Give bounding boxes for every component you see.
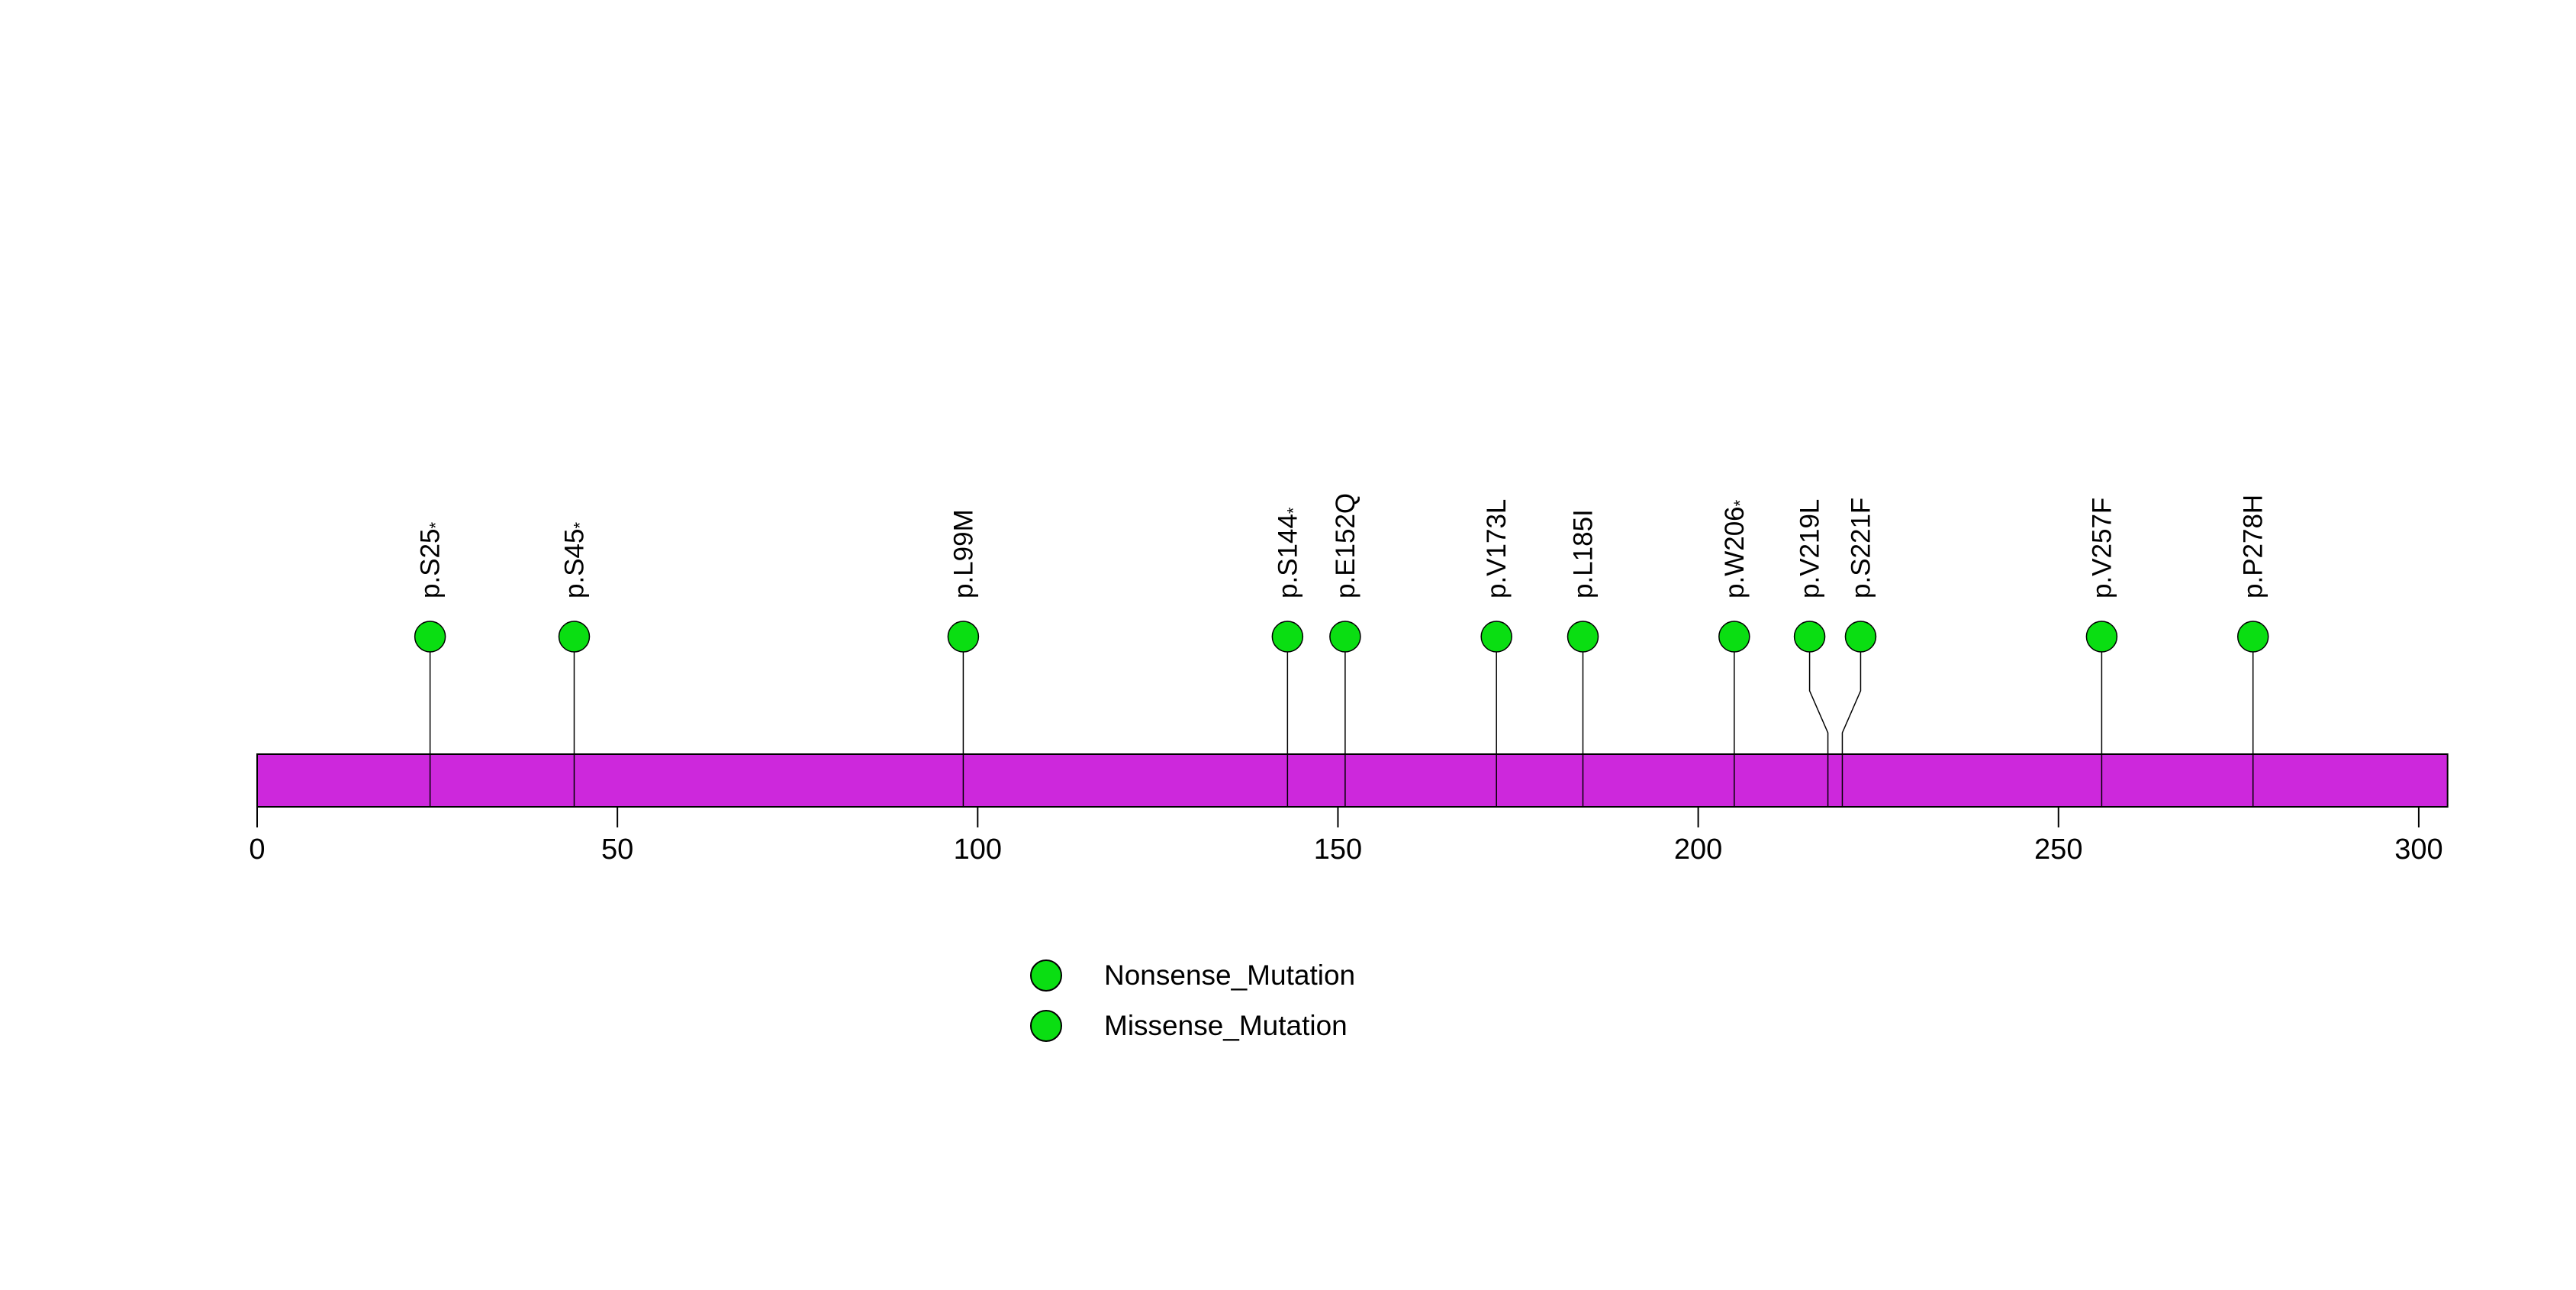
axis-tick-label: 100: [954, 834, 1002, 866]
lollipop-circle: [1567, 621, 1599, 653]
lollipop-circle: [947, 621, 980, 653]
lollipop-circle: [2236, 621, 2269, 653]
lollipop-circle: [1271, 621, 1304, 653]
mutation-label: p.V173L: [1482, 499, 1512, 598]
nonsense-mutation-swatch-icon: [1030, 959, 1062, 992]
legend-item-missense: Missense_Mutation: [1030, 1010, 1355, 1042]
lollipop-circle: [1844, 621, 1877, 653]
axis-tick-label: 200: [1674, 834, 1722, 866]
legend-label-nonsense: Nonsense_Mutation: [1104, 959, 1356, 991]
mutation-label: p.E152Q: [1330, 493, 1360, 598]
mutation-label: p.P278H: [2238, 495, 2268, 598]
lollipop-circle: [1480, 621, 1512, 653]
missense-mutation-swatch-icon: [1030, 1010, 1062, 1042]
lollipop-circle: [2085, 621, 2118, 653]
lollipop-circle: [414, 621, 446, 653]
axis-tick-label: 0: [249, 834, 265, 866]
legend-item-nonsense: Nonsense_Mutation: [1030, 959, 1355, 992]
legend-label-missense: Missense_Mutation: [1104, 1010, 1348, 1041]
mutation-label: p.L99M: [948, 509, 978, 598]
axis-tick-label: 300: [2394, 834, 2442, 866]
lollipop-circle: [1793, 621, 1826, 653]
mutation-label: p.W206*: [1719, 499, 1749, 598]
mutation-label: p.S221F: [1846, 498, 1876, 598]
mutation-label: p.S144*: [1273, 507, 1302, 598]
lollipop-circle: [1329, 621, 1361, 653]
axis-tick-label: 50: [601, 834, 633, 866]
mutation-label: p.L185I: [1568, 509, 1598, 598]
mutation-label: p.V219L: [1795, 499, 1824, 598]
axis-tick-label: 150: [1314, 834, 1362, 866]
protein-bar: [256, 753, 2449, 808]
mutation-label: p.S45*: [559, 522, 589, 598]
mutation-label: p.S25*: [415, 522, 445, 598]
lollipop-circle: [558, 621, 591, 653]
legend: Nonsense_Mutation Missense_Mutation: [1030, 959, 1355, 1060]
mutation-label: p.V257F: [2087, 498, 2117, 598]
axis-tick-label: 250: [2034, 834, 2082, 866]
lollipop-circle: [1718, 621, 1750, 653]
